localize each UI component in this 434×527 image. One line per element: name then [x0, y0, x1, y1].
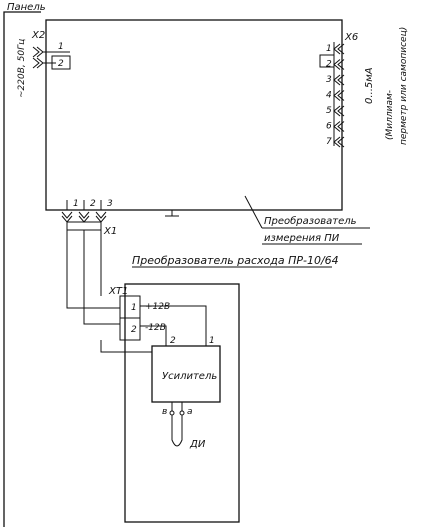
x6-pin-4-symbol [333, 90, 345, 101]
xt1-terminal: XT1 1 2 +12В -12В [108, 286, 170, 341]
x6-pin-6-symbol [333, 121, 345, 132]
amplifier-pin-v-label: в [162, 407, 167, 417]
amplifier-label: Усилитель [162, 371, 217, 382]
x6-pin-7-symbol [333, 136, 345, 148]
pi-label-line1: Преобразователь [264, 215, 357, 227]
xt1-pin-1-num: 1 [131, 303, 137, 313]
x6-device-line2: перметр или самописец) [399, 27, 409, 145]
cable-wires [66, 230, 207, 353]
x2-power-label: ~220В, 50Гц [17, 39, 27, 98]
x2-pin-1-label: 1 [58, 42, 64, 52]
x6-pin-2-symbol [333, 59, 345, 70]
amplifier-pin-1-label: 1 [209, 336, 215, 346]
panel-label: Панель [7, 2, 46, 13]
x2-connector: X2 1 2 ~220В, 50Гц [17, 30, 71, 98]
x1-connector: 1 2 3 X1 [61, 199, 117, 237]
x6-device-line1: (Миллиам- [385, 90, 395, 140]
x6-pin-2-label: 2 [326, 60, 332, 70]
x1-pin-2-label: 2 [90, 199, 96, 209]
pi-converter-box [45, 19, 343, 211]
x2-pin-1-symbol [32, 46, 44, 58]
pi-converter-label: Преобразователь измерения ПИ [244, 195, 370, 245]
x6-pin-6-label: 6 [326, 122, 332, 132]
pi-label-line2: измерения ПИ [264, 233, 340, 244]
xt1-pin-2-label: -12В [145, 323, 166, 333]
xt1-label: XT1 [108, 286, 128, 297]
xt1-pin-2-num: 2 [131, 325, 137, 335]
x6-signal-label: 0...5мА [364, 67, 375, 104]
x6-pin-1-symbol [333, 43, 345, 55]
amplifier: Усилитель 2 1 в а ДИ [151, 336, 221, 450]
x6-pin-7-label: 7 [326, 137, 332, 147]
panel-border [3, 11, 41, 527]
x6-connector: X6 1 2 3 4 5 6 7 0...5мА (Миллиам- перметр или… [319, 27, 409, 148]
x1-pin-3-label: 3 [107, 199, 113, 209]
x2-pin-2-symbol [32, 57, 44, 69]
x6-pin-5-symbol [333, 105, 345, 117]
x6-pin-4-label: 4 [326, 91, 332, 101]
x2-pin-2-label: 2 [58, 59, 64, 69]
flow-converter-box [124, 283, 240, 523]
amplifier-pin-2-label: 2 [170, 336, 176, 346]
x6-label: X6 [344, 32, 358, 43]
x1-pin-1-label: 1 [73, 199, 79, 209]
flow-converter-title: Преобразователь расхода ПР-10/64 [132, 254, 339, 267]
xt1-pin-1-label: +12В [145, 302, 170, 312]
x6-pin-1-label: 1 [326, 44, 332, 54]
amplifier-pin-a-label: а [187, 407, 193, 417]
sensor-coil [171, 415, 183, 447]
sensor-label: ДИ [189, 439, 206, 450]
x6-pin-3-label: 3 [326, 75, 332, 85]
x6-pin-3-symbol [333, 74, 345, 86]
x1-label: X1 [103, 226, 117, 237]
ground-symbol [165, 210, 179, 217]
x2-label: X2 [31, 30, 45, 41]
x6-pin-5-label: 5 [326, 106, 332, 116]
